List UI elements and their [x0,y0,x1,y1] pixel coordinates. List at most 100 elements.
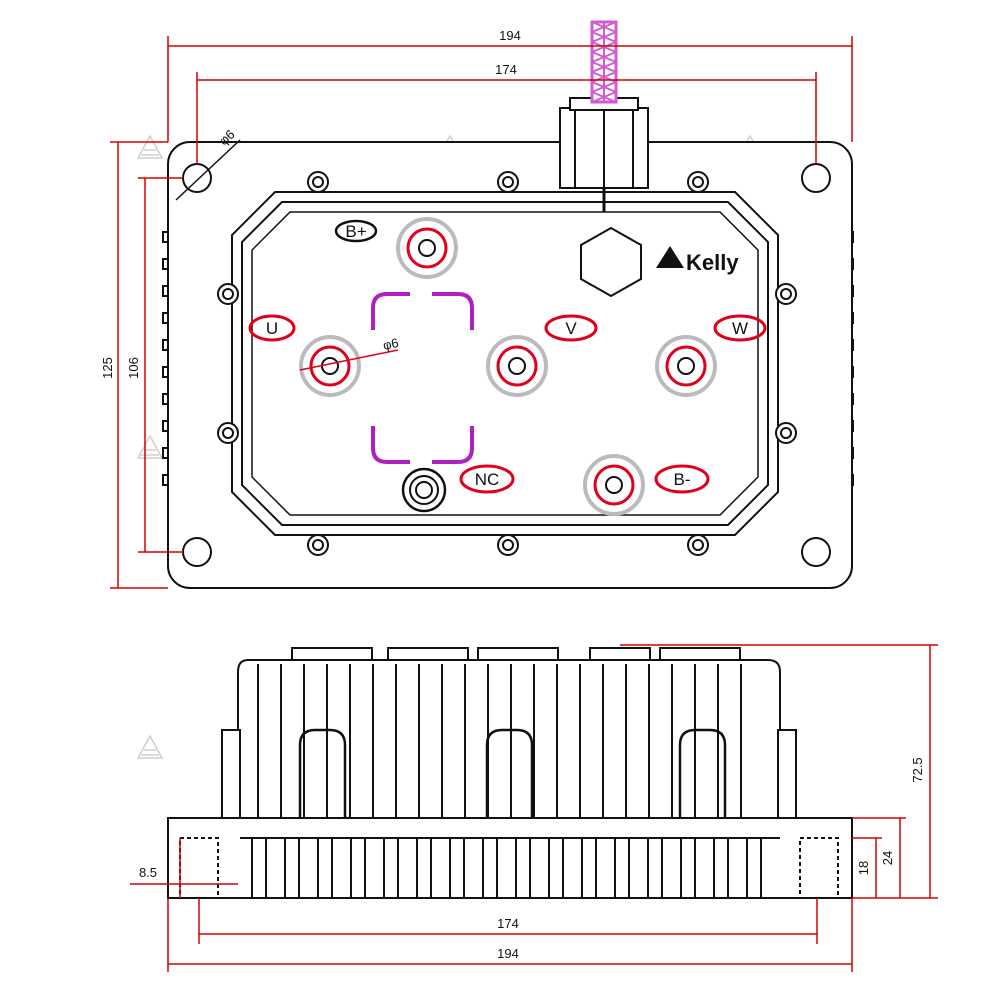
triangle-logo-watermark-icon [136,134,164,159]
side-arch-left [298,728,347,818]
kelly-logo-icon [656,246,684,268]
mount-hole-leader-line [175,139,241,201]
triangle-logo-watermark-icon [136,734,164,759]
terminal-label-w: W [732,319,748,338]
terminal-label-bplus: B+ [345,222,366,241]
terminal-label-u: U [266,319,278,338]
top-view [162,97,854,589]
lid-screw-center [692,176,704,188]
side-view-dimension-labels: 174 194 72.5 24 18 8.5 [139,757,925,961]
lid-screw-center [312,176,324,188]
lid-screw-center [692,539,704,551]
lid-screw-center [502,539,514,551]
side-base-fin [746,837,762,899]
side-right-boss [777,729,797,819]
side-base-fin [548,837,564,899]
vent-hex-icon [580,226,642,298]
lid-screw-center [312,539,324,551]
label-oval-bplus [334,219,378,243]
lid-inner-outline [241,201,769,526]
label-oval-u [248,314,296,342]
side-overall-width-label: 194 [497,946,519,961]
signal-cable [590,20,618,104]
lid-screw-center [502,176,514,188]
total-height-label: 72.5 [910,757,925,782]
side-top-connectors [291,647,741,661]
lid-screw-center [222,288,234,300]
top-view-labels: B+ U V W NC B- Kelly φ6 φ6 [216,127,748,489]
side-base-fin [680,837,696,899]
hole-spacing-width-label: 174 [495,62,517,77]
lid-screw-icon [307,534,329,556]
side-base-flange [167,817,853,899]
lid-screw-icon [217,283,239,305]
side-connector-cap [589,647,651,661]
terminal-post-v [486,335,548,397]
brand-logo-text: Kelly [686,250,739,275]
side-connector-cap [387,647,469,661]
terminal-label-v: V [565,319,577,338]
lid-screw-center [780,427,792,439]
lid-panel-outline [251,211,759,516]
lid-screw-icon [497,171,519,193]
lid-screw-center [780,288,792,300]
side-connector-cap [291,647,373,661]
terminal-label-nc: NC [475,470,500,489]
base-height-label: 24 [880,851,895,865]
side-arch-right [678,728,727,818]
side-left-boss [221,729,241,819]
side-base-fin [449,837,465,899]
lid-screw-icon [775,283,797,305]
label-oval-nc [459,464,515,494]
label-oval-bminus [654,464,710,494]
lid-screw-icon [775,422,797,444]
label-oval-w [713,314,767,342]
lid-screw-icon [307,171,329,193]
hole-spacing-height-label: 106 [126,357,141,379]
side-arch-center [485,728,534,818]
side-view-dimensions [130,644,938,972]
flange-height-label: 18 [856,861,871,875]
side-base-fin [317,837,333,899]
lid-screw-icon [687,534,709,556]
side-base-fin [515,837,531,899]
side-base-fins [251,837,762,899]
lid-outer-outline [231,191,779,536]
terminal-post-bplus [396,217,458,279]
lid-screw-center [222,427,234,439]
lid-screw-icon [217,422,239,444]
side-connector-cap [659,647,741,661]
side-base-fin [284,837,300,899]
side-base-fin [416,837,432,899]
label-oval-v [544,314,598,342]
side-base-fin [614,837,630,899]
flange-thickness-label: 8.5 [139,865,157,880]
terminal-post-bminus [583,454,645,516]
side-body-outline [237,659,781,819]
top-view-dimension-labels: 194 174 125 106 [100,28,521,379]
side-hole-spacing-width-label: 174 [497,916,519,931]
overall-width-label: 194 [499,28,521,43]
side-base-fin [581,837,597,899]
triangle-logo-watermark-icon [136,434,164,459]
lid-screws [217,171,797,556]
side-base-fin [350,837,366,899]
kelly-logo: Kelly [656,246,739,275]
top-view-dimensions [110,36,853,589]
side-base-fin [647,837,663,899]
lid-screw-icon [497,534,519,556]
mount-hole-bottom-right [801,537,831,567]
side-base-fin [713,837,729,899]
side-base-fin [482,837,498,899]
side-base-fin [251,837,267,899]
hole-leader-line [299,349,399,371]
terminal-post-u [299,335,361,397]
overall-height-label: 125 [100,357,115,379]
terminal-label-bminus: B- [674,470,691,489]
lid-screw-icon [687,171,709,193]
side-view [167,647,853,899]
terminal-nc-nut [401,467,447,513]
side-connector-cap [477,647,559,661]
magenta-bracket [371,292,474,464]
